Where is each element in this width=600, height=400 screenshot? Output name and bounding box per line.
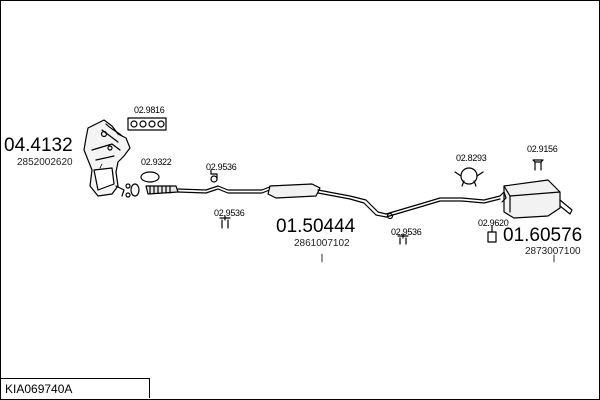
ref-hanger-4: 02.9156	[527, 144, 558, 154]
flex-pipe-drawing	[130, 171, 179, 197]
hanger-1-drawing	[210, 169, 218, 183]
diagram-title: KIA069740A	[5, 382, 73, 396]
ref-seal-ring: 02.9322	[141, 157, 172, 167]
oe-number-catalytic: 2852002620	[17, 157, 73, 168]
ref-gasket: 02.9816	[134, 105, 165, 115]
oe-number-middle-pipe: 2861007102	[294, 238, 350, 249]
rear-pipe-drawing	[385, 195, 501, 220]
middle-pipe-drawing	[177, 183, 387, 218]
ref-hanger-1: 02.9536	[206, 162, 237, 172]
ref-hanger-5: 02.9620	[478, 218, 509, 228]
ref-hanger-3: 02.9536	[391, 227, 422, 237]
catalytic-converter-drawing	[83, 119, 131, 198]
manifold-gasket-drawing	[127, 117, 167, 131]
leader-line	[99, 163, 103, 169]
rear-silencer-drawing	[499, 179, 573, 219]
part-number-catalytic: 04.4132	[4, 135, 73, 156]
ref-hanger-2: 02.9536	[214, 208, 245, 218]
hanger-3-drawing	[397, 233, 409, 245]
hanger-ring-drawing	[454, 167, 484, 187]
title-box: KIA069740A	[0, 378, 150, 398]
hanger-5-drawing	[487, 225, 497, 243]
ref-hanger-ring: 02.8293	[456, 153, 487, 163]
part-number-middle-pipe: 01.50444	[276, 216, 356, 237]
hanger-4-drawing	[532, 159, 544, 171]
oe-number-rear-silencer: 2873007100	[525, 246, 581, 257]
hanger-2-drawing	[219, 215, 231, 229]
part-number-rear-silencer: 01.60576	[503, 225, 583, 246]
